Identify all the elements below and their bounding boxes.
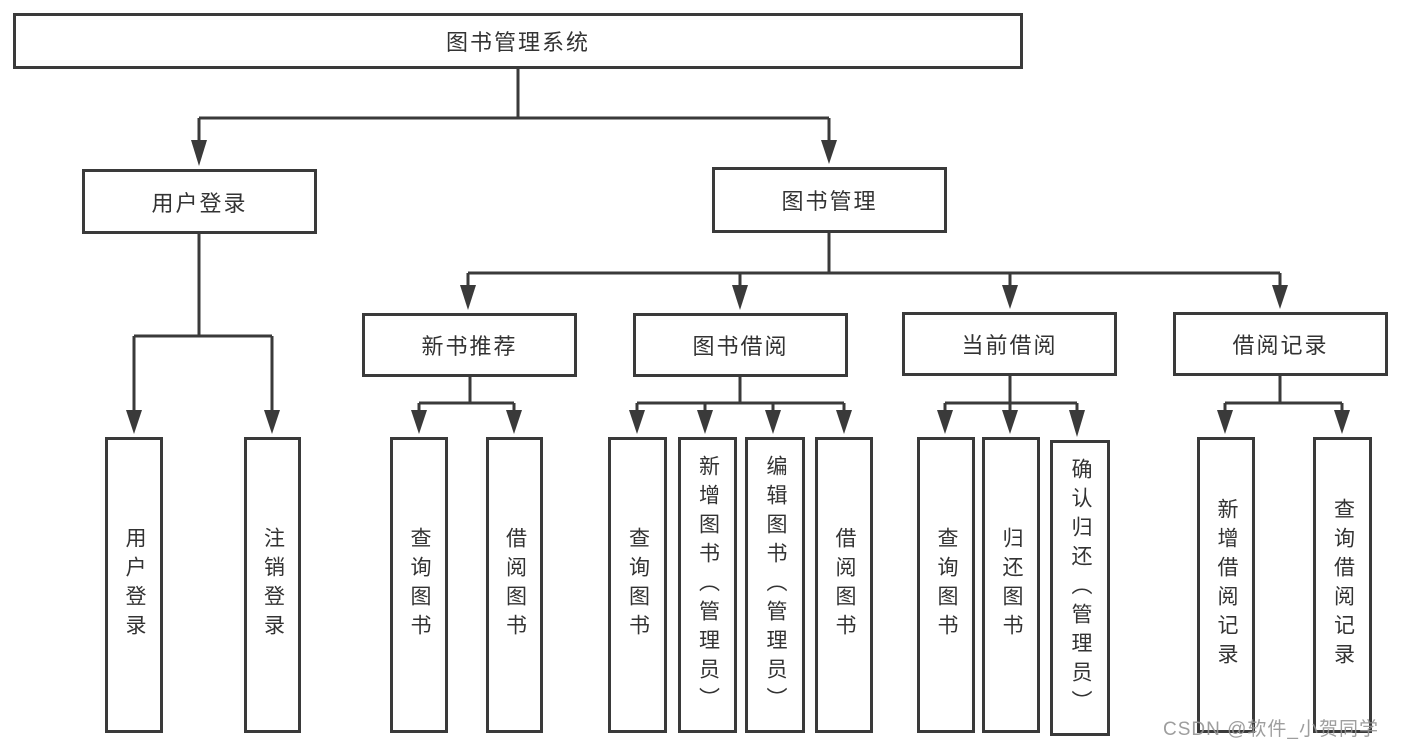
leaf-query-books-recommend: 查询图书: [390, 437, 448, 733]
node-user-login: 用户登录: [82, 169, 317, 234]
leaf-query-books-borrow: 查询图书: [608, 437, 667, 733]
node-new-book-recommend: 新书推荐: [362, 313, 577, 377]
node-borrow-records: 借阅记录: [1173, 312, 1388, 376]
leaf-confirm-return-admin: 确认归还（管理员）: [1050, 440, 1110, 736]
leaf-user-login: 用户登录: [105, 437, 163, 733]
node-book-management: 图书管理: [712, 167, 947, 233]
leaf-borrow-books-recommend: 借阅图书: [486, 437, 543, 733]
node-current-borrow: 当前借阅: [902, 312, 1117, 376]
leaf-edit-books-admin: 编辑图书（管理员）: [745, 437, 805, 733]
leaf-query-borrow-record: 查询借阅记录: [1313, 437, 1372, 733]
node-book-borrow: 图书借阅: [633, 313, 848, 377]
leaf-add-borrow-record: 新增借阅记录: [1197, 437, 1255, 733]
leaf-add-books-admin: 新增图书（管理员）: [678, 437, 737, 733]
leaf-return-books: 归还图书: [982, 437, 1040, 733]
arrowhead-icons: [126, 140, 1350, 437]
leaf-borrow-books: 借阅图书: [815, 437, 873, 733]
leaf-query-books-current: 查询图书: [917, 437, 975, 733]
leaf-logout: 注销登录: [244, 437, 301, 733]
node-library-system: 图书管理系统: [13, 13, 1023, 69]
csdn-watermark: CSDN @软件_小贺同学: [1163, 719, 1379, 740]
